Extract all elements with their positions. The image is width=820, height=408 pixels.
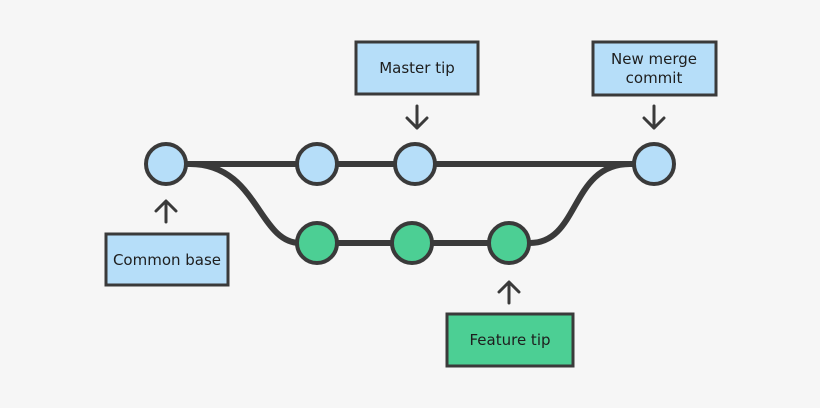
merge-commit-callout: New merge commit: [591, 40, 718, 130]
feature-tip-label: Feature tip: [469, 331, 550, 349]
commit-feature-tip: [487, 221, 531, 265]
commit-master-1: [295, 142, 339, 186]
commit-feature-2: [390, 221, 434, 265]
commit-master-tip: [393, 142, 437, 186]
merge-commit-box: [591, 40, 718, 97]
master-tip-label: Master tip: [379, 59, 455, 77]
master-tip-callout: Master tip: [354, 40, 480, 130]
feature-tip-arrow-icon: [497, 280, 521, 305]
master-commits: [144, 142, 676, 186]
common-base-box: [104, 232, 230, 287]
merge-commit-label-line2: commit: [626, 69, 683, 87]
common-base-arrow-icon: [154, 199, 178, 224]
merge-commit-label-line1: New merge: [611, 50, 697, 68]
common-base-callout: Common base: [104, 199, 230, 287]
merge-commit-arrow-icon: [642, 104, 666, 130]
master-tip-arrow-icon: [405, 104, 429, 130]
feature-tip-box: [445, 312, 575, 368]
commit-common-base: [144, 142, 188, 186]
commit-merge: [632, 142, 676, 186]
commit-feature-1: [295, 221, 339, 265]
common-base-label: Common base: [113, 251, 221, 269]
feature-commits: [295, 221, 531, 265]
feature-tip-callout: Feature tip: [445, 280, 575, 368]
master-tip-box: [354, 40, 480, 96]
